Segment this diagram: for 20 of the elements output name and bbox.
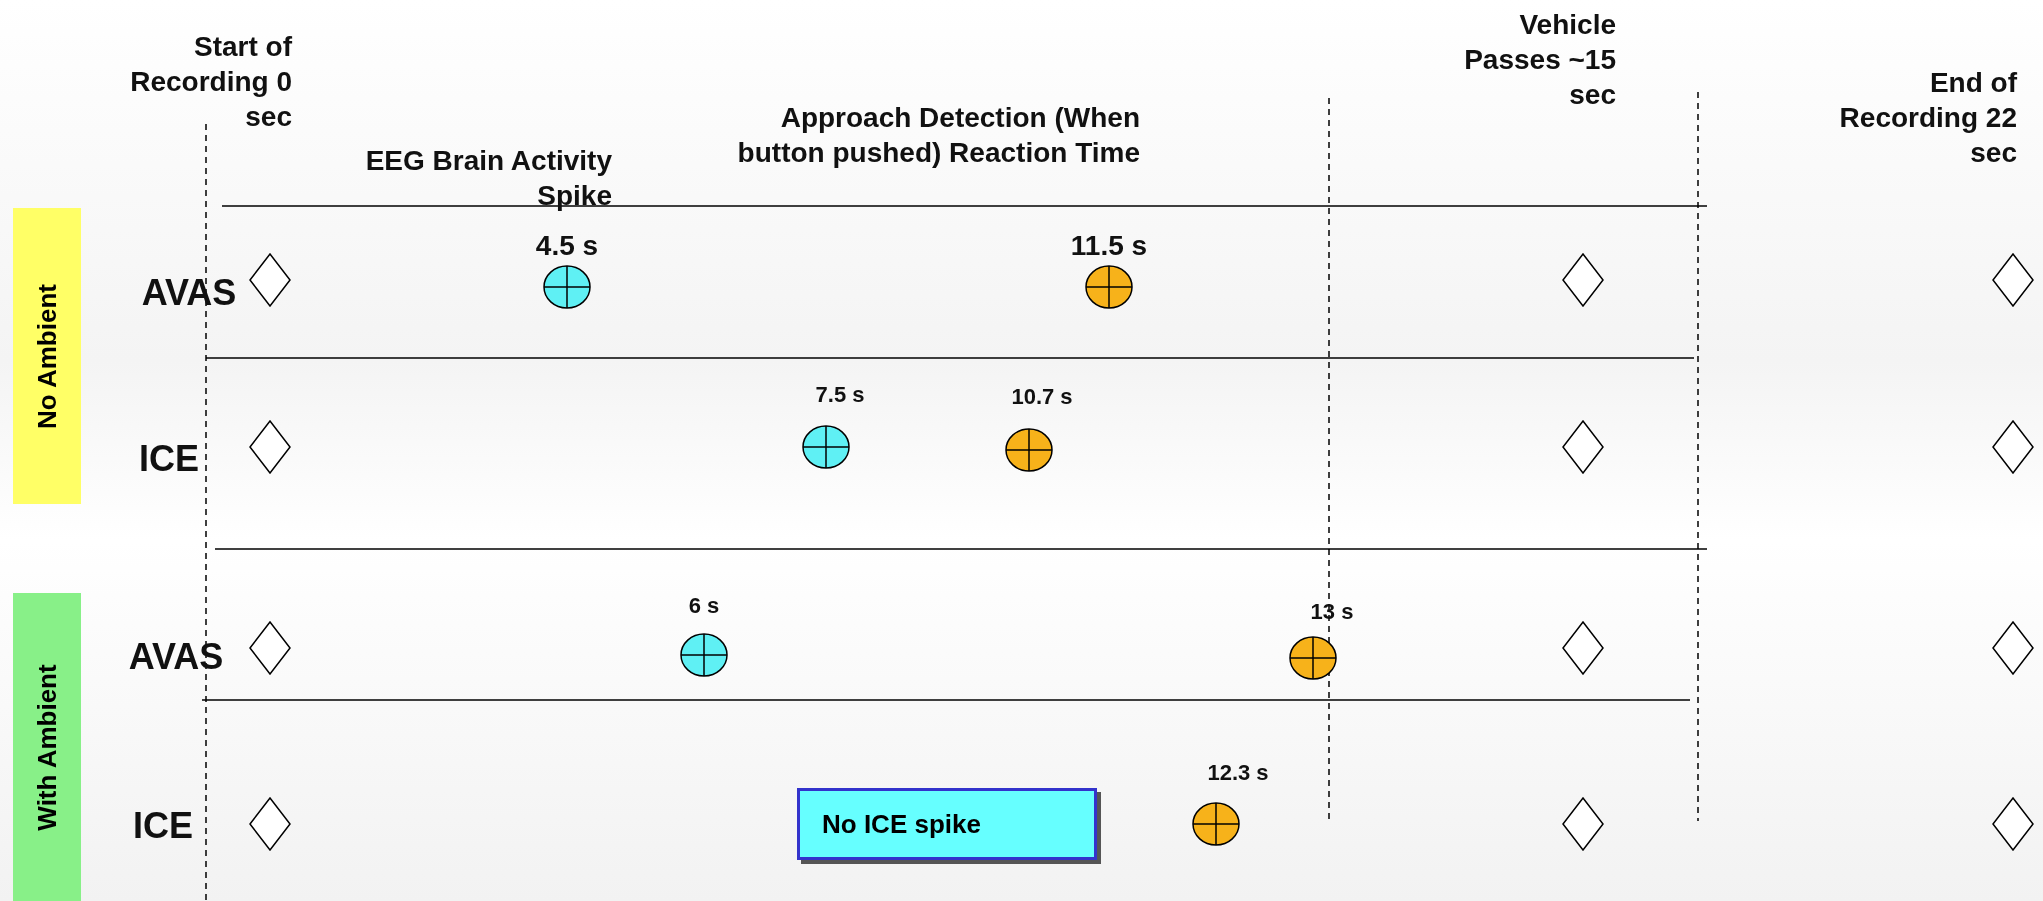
group-label: With Ambient [31, 663, 63, 831]
row-label: ICE [138, 437, 200, 481]
time-value: 11.5 s [1069, 229, 1149, 263]
time-value: 12.3 s [1206, 759, 1270, 787]
row-label: AVAS [127, 635, 225, 679]
time-value: 13 s [1309, 598, 1355, 626]
row-label: AVAS [140, 271, 238, 315]
time-heading: Vehicle Passes ~15 sec [1463, 8, 1616, 112]
time-value: 7.5 s [814, 381, 866, 409]
row-label: ICE [132, 804, 194, 848]
time-heading: End of Recording 22 sec [1838, 66, 2017, 170]
time-value: 10.7 s [1010, 383, 1074, 411]
column-heading: EEG Brain Activity Spike [364, 144, 612, 213]
time-heading: Start of Recording 0 sec [129, 30, 292, 134]
time-value: 6 s [687, 592, 721, 620]
row-group-band [13, 593, 81, 901]
row-group-band [13, 208, 81, 504]
column-heading: Approach Detection (When button pushed) Reaction Time [736, 101, 1140, 170]
group-label: No Ambient [31, 283, 63, 429]
time-value: 4.5 s [534, 229, 600, 263]
